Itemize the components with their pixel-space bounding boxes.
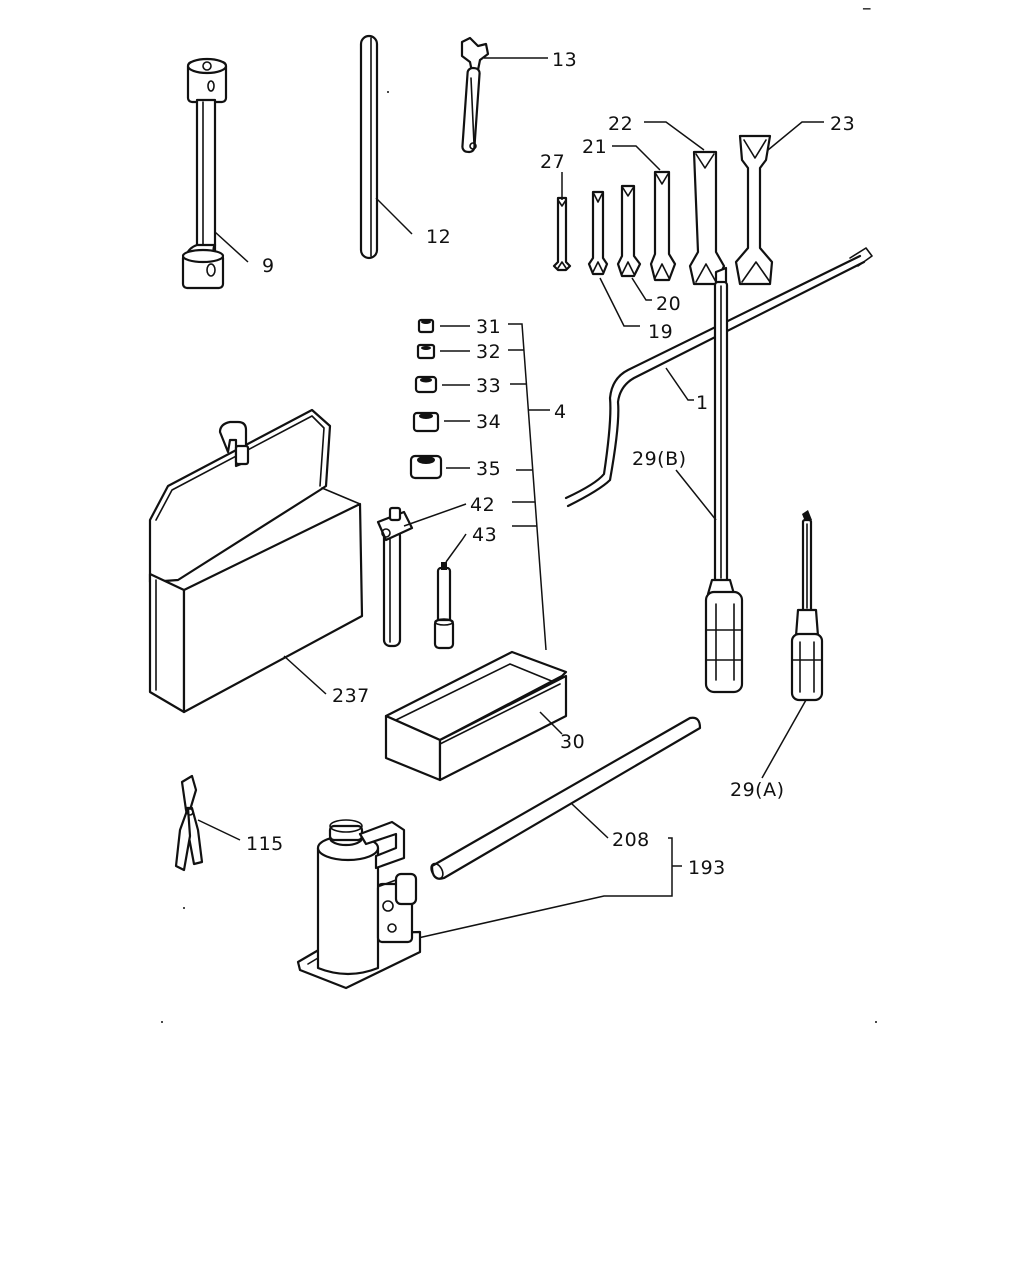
wrench-part-21 bbox=[649, 170, 677, 282]
callout-27: 27 bbox=[540, 151, 565, 173]
callout-1: 1 bbox=[696, 392, 709, 414]
hydraulic-jack bbox=[296, 819, 422, 990]
box-wrench-part-9 bbox=[181, 57, 228, 290]
bar-part-12 bbox=[359, 34, 379, 260]
phillips-screwdriver-part-29a bbox=[790, 510, 824, 702]
callout-23: 23 bbox=[830, 113, 855, 135]
callout-20: 20 bbox=[656, 293, 681, 315]
jack-handle-part-208 bbox=[430, 716, 702, 880]
callout-21: 21 bbox=[582, 136, 607, 158]
callout-30: 30 bbox=[560, 731, 585, 753]
tool-bag-part-237 bbox=[148, 408, 364, 714]
adjustable-wrench-part-13 bbox=[460, 36, 490, 154]
wrench-part-27 bbox=[552, 196, 572, 272]
socket-part-32 bbox=[416, 343, 436, 360]
callout-4: 4 bbox=[554, 401, 567, 423]
wrench-part-23 bbox=[734, 134, 774, 286]
wrench-part-19 bbox=[587, 190, 609, 276]
wrench-part-20 bbox=[616, 184, 642, 278]
callout-115: 115 bbox=[246, 833, 284, 855]
callout-33: 33 bbox=[476, 375, 501, 397]
tool-case-part-30 bbox=[384, 650, 568, 782]
callout-29b: 29(B) bbox=[632, 448, 687, 470]
t-handle-part-42 bbox=[376, 506, 414, 648]
callout-193: 193 bbox=[688, 857, 726, 879]
callout-237: 237 bbox=[332, 685, 370, 707]
crank-rod-part-1 bbox=[564, 247, 873, 508]
socket-part-31 bbox=[417, 318, 435, 334]
callout-19: 19 bbox=[648, 321, 673, 343]
callout-43: 43 bbox=[472, 524, 497, 546]
flat-screwdriver-part-29b bbox=[704, 266, 744, 694]
pliers-part-115 bbox=[174, 774, 204, 872]
callout-32: 32 bbox=[476, 341, 501, 363]
callout-34: 34 bbox=[476, 411, 501, 433]
callout-35: 35 bbox=[476, 458, 501, 480]
socket-part-33 bbox=[414, 375, 438, 394]
extension-part-43 bbox=[433, 562, 455, 650]
callout-9: 9 bbox=[262, 255, 275, 277]
callout-22: 22 bbox=[608, 113, 633, 135]
callout-29a: 29(A) bbox=[730, 779, 785, 801]
callout-208: 208 bbox=[612, 829, 650, 851]
callout-13: 13 bbox=[552, 49, 577, 71]
socket-part-34 bbox=[412, 411, 440, 433]
callout-31: 31 bbox=[476, 316, 501, 338]
socket-part-35 bbox=[409, 454, 443, 480]
wrench-part-22 bbox=[688, 150, 726, 286]
corner-mark: – bbox=[862, 0, 872, 19]
callout-12: 12 bbox=[426, 226, 451, 248]
callout-42: 42 bbox=[470, 494, 495, 516]
